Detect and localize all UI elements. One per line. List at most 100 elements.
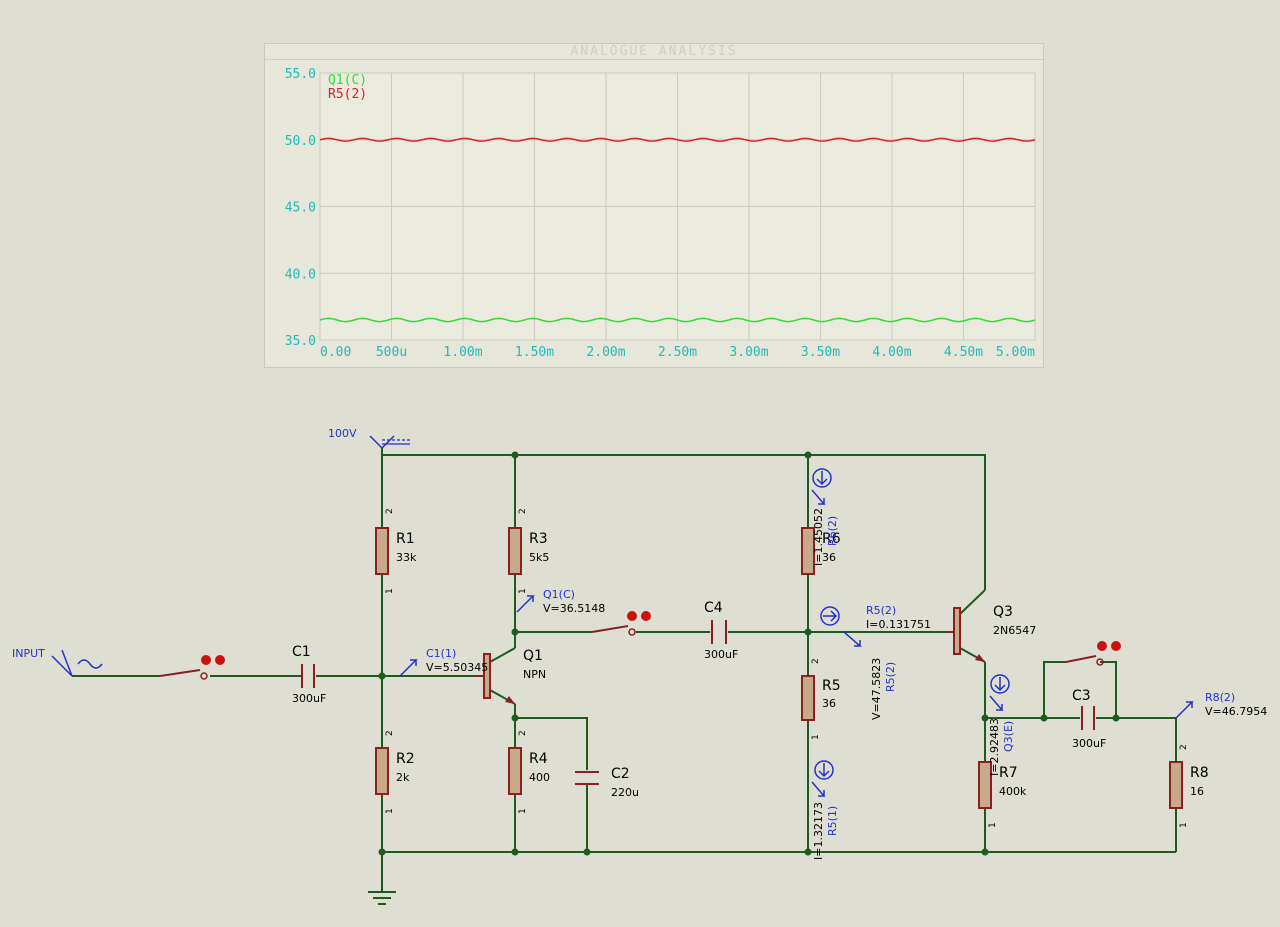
current-probe-icons <box>811 468 1010 797</box>
r5-ref: R5 <box>822 678 841 694</box>
svg-text:2: 2 <box>385 730 395 736</box>
x-tick-label: 2.50m <box>658 345 697 360</box>
c3-ref: C3 <box>1072 688 1091 704</box>
legend-entry: Q1(C) <box>328 73 367 88</box>
probe-r8-name: R8(2) <box>1205 691 1235 704</box>
svg-text:300uF: 300uF <box>704 648 738 661</box>
svg-text:1: 1 <box>518 808 528 814</box>
x-tick-label: 4.50m <box>944 345 983 360</box>
probe-r5-1-reading: I=1.32173 <box>812 802 825 860</box>
svg-text:36: 36 <box>822 697 836 710</box>
svg-text:36: 36 <box>822 551 836 564</box>
x-tick-label: 3.00m <box>729 345 768 360</box>
y-tick-label: 50.0 <box>285 134 316 149</box>
switch-2[interactable] <box>591 611 651 636</box>
series-line-1 <box>319 137 1036 142</box>
switch-3[interactable] <box>1065 641 1121 666</box>
svg-text:2N6547: 2N6547 <box>993 624 1036 637</box>
capacitor-plates <box>300 620 1095 785</box>
probe-c1-name: C1(1) <box>426 647 456 660</box>
supply-label: 100V <box>328 427 357 440</box>
voltage-probe-arrows <box>399 595 1194 719</box>
svg-text:1: 1 <box>518 588 528 594</box>
x-tick-label: 4.00m <box>872 345 911 360</box>
capacitor-c2[interactable] <box>575 771 599 785</box>
q3-ref: Q3 <box>993 604 1013 620</box>
resistor-r8[interactable] <box>1169 761 1183 809</box>
ground-symbol[interactable] <box>368 891 396 905</box>
probe-r5-1-name: R5(1) <box>826 806 839 836</box>
capacitor-c1[interactable] <box>300 664 315 688</box>
resistor-r4[interactable] <box>508 747 522 795</box>
probe-r5-v-reading: V=47.5823 <box>870 658 883 720</box>
svg-text:400k: 400k <box>999 785 1027 798</box>
capacitor-c4[interactable] <box>711 620 727 644</box>
svg-text:1: 1 <box>385 588 395 594</box>
svg-text:NPN: NPN <box>523 668 546 681</box>
r4-ref: R4 <box>529 751 548 767</box>
transistor-q3[interactable] <box>945 607 985 662</box>
c2-ref: C2 <box>611 766 630 782</box>
svg-text:33k: 33k <box>396 551 417 564</box>
transistor-q1[interactable] <box>476 653 515 704</box>
x-tick-label: 0.00 <box>320 345 351 360</box>
svg-text:2k: 2k <box>396 771 410 784</box>
probe-q3e-name: Q3(E) <box>1002 721 1015 752</box>
component-labels: R1 R2 R3 R4 R5 R6 R7 R8 C1 C2 C3 C4 Q1 Q… <box>292 531 1209 782</box>
y-tick-label: 35.0 <box>285 334 316 349</box>
junctions <box>378 451 1120 856</box>
resistor-r3[interactable] <box>508 527 522 575</box>
input-generator[interactable]: INPUT <box>12 647 103 677</box>
probe-q3e-reading: I=2.92483 <box>988 718 1001 776</box>
resistor-r5[interactable] <box>801 675 815 721</box>
svg-text:400: 400 <box>529 771 550 784</box>
x-tick-label: 5.00m <box>996 345 1035 360</box>
x-tick-label: 3.50m <box>801 345 840 360</box>
resistor-r7[interactable] <box>978 761 992 809</box>
svg-text:2: 2 <box>518 508 528 514</box>
switch-1[interactable] <box>159 655 225 680</box>
series-line-0 <box>319 317 1036 323</box>
r8-ref: R8 <box>1190 765 1209 781</box>
supply-terminal[interactable]: 100V <box>328 427 410 455</box>
capacitor-c3[interactable] <box>1081 706 1095 730</box>
x-tick-label: 1.50m <box>515 345 554 360</box>
svg-text:2: 2 <box>1179 744 1189 750</box>
svg-text:1: 1 <box>811 734 821 740</box>
r3-ref: R3 <box>529 531 548 547</box>
resistor-r6[interactable] <box>801 527 815 575</box>
voltage-probes[interactable]: C1(1) V=5.50345 Q1(C) V=36.5148 R8(2) V=… <box>426 588 1267 718</box>
x-tick-label: 2.00m <box>586 345 625 360</box>
svg-text:5k5: 5k5 <box>529 551 549 564</box>
sine-icon <box>77 659 103 669</box>
legend-entry: R5(2) <box>328 87 367 102</box>
resistor-bodies <box>375 527 1183 809</box>
resistor-r2[interactable] <box>375 747 389 795</box>
probe-r6-name: R6(2) <box>826 516 839 546</box>
pin-numbers: 2 1 2 1 2 1 2 1 2 1 1 2 1 <box>385 508 1189 828</box>
svg-text:1: 1 <box>1179 822 1189 828</box>
wires <box>72 454 1177 892</box>
y-tick-label: 40.0 <box>285 267 316 282</box>
svg-text:220u: 220u <box>611 786 639 799</box>
probe-q1c-name: Q1(C) <box>543 588 575 601</box>
r1-ref: R1 <box>396 531 415 547</box>
svg-text:2: 2 <box>385 508 395 514</box>
y-tick-label: 55.0 <box>285 67 316 82</box>
r7-ref: R7 <box>999 765 1018 781</box>
input-label: INPUT <box>12 647 45 660</box>
current-probes[interactable]: R5(2) I=0.131751 R5(2) V=47.5823 R6(2) I… <box>812 508 1015 860</box>
resistor-r1[interactable] <box>375 527 389 575</box>
probe-r8-reading: V=46.7954 <box>1205 705 1267 718</box>
x-tick-label: 500u <box>376 345 407 360</box>
svg-text:2: 2 <box>811 658 821 664</box>
c4-ref: C4 <box>704 600 723 616</box>
probe-r6-reading: I=1.45052 <box>812 508 825 566</box>
q1-ref: Q1 <box>523 648 543 664</box>
x-tick-label: 1.00m <box>443 345 482 360</box>
probe-r5-v-name: R5(2) <box>884 662 897 692</box>
c1-ref: C1 <box>292 644 311 660</box>
